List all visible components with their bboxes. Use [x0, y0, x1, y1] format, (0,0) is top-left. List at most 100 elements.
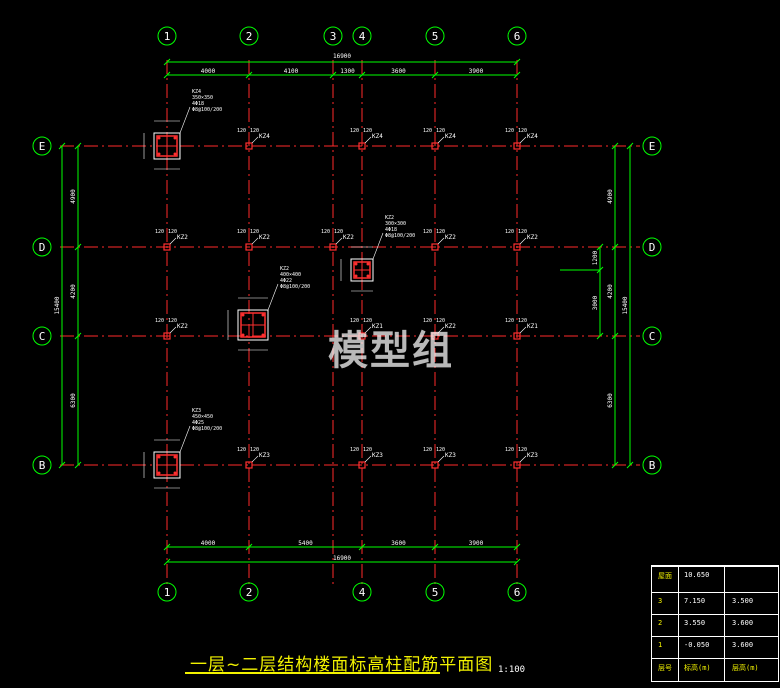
rebar-dot	[157, 455, 161, 459]
column-detail-text: Φ8@100/200	[192, 107, 222, 113]
column-dim: 120	[518, 318, 527, 324]
table-cell: 10.650	[684, 571, 710, 579]
column-leader	[364, 326, 372, 334]
dimension-tick	[611, 142, 619, 150]
dimension-tick	[358, 543, 366, 551]
column-tag: KZ1	[527, 323, 538, 330]
column-dim: 120	[363, 447, 372, 453]
grid-bubble-bottom-circle	[239, 582, 259, 602]
column-small	[513, 461, 521, 469]
rebar-dot	[261, 333, 265, 337]
column-tag: KZ4	[527, 133, 538, 140]
grid-bubble-top-circle	[157, 26, 177, 46]
dimension-total: 15400	[54, 296, 61, 314]
dimension-segment: 4100	[284, 68, 299, 75]
grid-bubble-right-circle	[642, 326, 662, 346]
column-small	[513, 332, 521, 340]
table-divider	[678, 566, 679, 681]
dimension-tick	[245, 71, 253, 79]
detail-leader	[179, 106, 191, 134]
column-tag: KZ3	[445, 452, 456, 459]
column-small	[163, 243, 171, 251]
column-detail-text: 350×350	[192, 95, 213, 101]
rebar-dot	[157, 152, 161, 156]
table-cell: 3.600	[732, 619, 754, 627]
column-tag: KZ3	[259, 452, 270, 459]
dimension-tick	[596, 243, 604, 251]
dimension-tick	[58, 142, 66, 150]
grid-bubble-top-circle	[352, 26, 372, 46]
grid-bubble-right-circle	[642, 455, 662, 475]
grid-bubble-bottom-label: 5	[432, 586, 439, 599]
column-leader	[519, 136, 527, 144]
grid-bubble-bottom-circle	[425, 582, 445, 602]
rebar-dot	[241, 313, 245, 317]
watermark: 模型组	[328, 328, 454, 374]
grid-bubble-top-label: 2	[246, 30, 253, 43]
column-section-outline	[153, 132, 181, 160]
column-leader	[364, 136, 372, 144]
rebar-dot	[157, 471, 161, 475]
dimension-tick	[163, 71, 171, 79]
column-dim: 120	[505, 318, 514, 324]
grid-bubble-right-circle	[642, 136, 662, 156]
column-dim: 120	[237, 128, 246, 134]
column-dim: 120	[518, 229, 527, 235]
column-tag: KZ2	[445, 234, 456, 241]
column-tag: KZ2	[527, 234, 538, 241]
column-tag: KZ4	[445, 133, 456, 140]
column-tag: KZ4	[259, 133, 270, 140]
column-dim: 120	[436, 447, 445, 453]
grid-bubble-right-label: D	[649, 241, 656, 254]
level-table: 屋面 10.650 3 7.150 3.500 2 3.550 3.600 1 …	[651, 565, 779, 682]
column-dim: 120	[423, 229, 432, 235]
column-dim: 120	[518, 128, 527, 134]
column-dim: 120	[155, 318, 164, 324]
column-dim: 120	[168, 229, 177, 235]
column-small	[431, 243, 439, 251]
column-small	[513, 142, 521, 150]
table-cell: 2	[658, 619, 663, 627]
column-tag: KZ4	[372, 133, 383, 140]
table-header-cell: 标高(m)	[684, 664, 711, 672]
column-leader	[519, 326, 527, 334]
dimension-segment: 3600	[391, 540, 406, 547]
dimension-tick	[163, 58, 171, 66]
column-dim: 120	[505, 447, 514, 453]
grid-bubble-left-label: C	[39, 330, 46, 343]
dimension-tick	[513, 558, 521, 566]
dimension-tick	[611, 243, 619, 251]
column-detail-text: 450×450	[192, 414, 213, 420]
column-section-outline	[153, 451, 181, 479]
column-detail-text: Φ8@100/200	[385, 233, 415, 239]
column-dim: 120	[250, 447, 259, 453]
column-small	[163, 332, 171, 340]
rebar-dot	[261, 313, 265, 317]
column-dim: 120	[250, 128, 259, 134]
table-header-cell: 层高(m)	[732, 664, 759, 672]
column-leader	[437, 455, 445, 463]
column-dim: 120	[237, 447, 246, 453]
column-dim: 120	[423, 128, 432, 134]
column-tag: KZ1	[372, 323, 383, 330]
grid-bubble-bottom-label: 6	[514, 586, 521, 599]
dimension-tick	[74, 142, 82, 150]
grid-bubble-bottom-label: 4	[359, 586, 366, 599]
grid-bubble-bottom-label: 2	[246, 586, 253, 599]
dimension-segment: 5400	[298, 540, 313, 547]
column-tag: KZ2	[259, 234, 270, 241]
table-row: 2 3.550 3.600	[652, 614, 778, 633]
column-tag: KZ2	[445, 323, 456, 330]
column-dim: 120	[350, 318, 359, 324]
dimension-tick	[431, 71, 439, 79]
grid-bubble-top-label: 4	[359, 30, 366, 43]
detail-leader	[267, 283, 279, 311]
dimension-tick	[163, 558, 171, 566]
grid-bubble-left-circle	[32, 326, 52, 346]
grid-bubble-top-circle	[239, 26, 259, 46]
column-dim: 120	[505, 128, 514, 134]
